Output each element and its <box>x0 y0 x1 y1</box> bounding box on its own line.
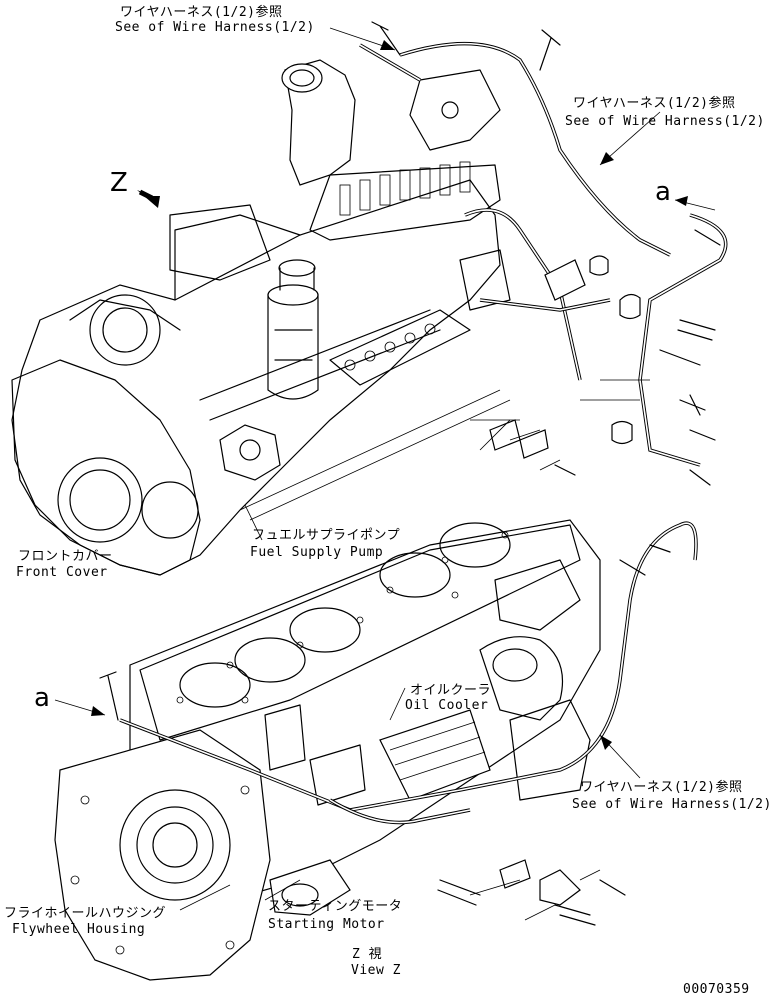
lower-engine-assembly <box>54 519 601 981</box>
label-ref-a-bottom: a <box>34 683 50 713</box>
upper-wire-harness <box>359 21 728 467</box>
label-wire-harness-top-en: See of Wire Harness(1/2) <box>115 20 315 35</box>
lower-wire-harness <box>99 521 698 825</box>
label-fuel-pump-en: Fuel Supply Pump <box>250 545 383 560</box>
label-oil-cooler-en: Oil Cooler <box>405 698 488 713</box>
label-flywheel-en: Flywheel Housing <box>12 922 145 937</box>
label-ref-a-top: a <box>655 177 671 207</box>
label-view-z-jp: Z 視 <box>352 947 382 962</box>
exploded-hardware-upper <box>470 255 716 486</box>
label-starting-motor-en: Starting Motor <box>268 917 385 932</box>
exploded-hardware-lower <box>437 859 626 926</box>
leader-lines <box>54 27 716 911</box>
label-flywheel-jp: フライホイールハウジング <box>4 906 166 921</box>
label-wire-harness-top-jp: ワイヤハーネス(1/2)参照 <box>120 4 282 20</box>
view-z-arrow <box>137 189 160 208</box>
upper-engine-assembly <box>11 59 511 576</box>
label-fuel-pump-jp: フュエルサプライポンプ <box>252 528 400 543</box>
label-oil-cooler-jp: オイルクーラ <box>410 683 491 698</box>
label-front-cover-jp: フロントカバー <box>18 549 113 564</box>
label-view-marker-z: Z <box>110 168 128 198</box>
drawing-number: 00070359 <box>683 982 750 997</box>
label-starting-motor-jp: スターティングモータ <box>268 899 402 914</box>
label-wire-harness-right-jp: ワイヤハーネス(1/2)参照 <box>573 95 735 111</box>
label-wire-harness-lower-jp: ワイヤハーネス(1/2)参照 <box>580 779 742 795</box>
label-wire-harness-right-en: See of Wire Harness(1/2) <box>565 114 765 129</box>
label-view-z-en: View Z <box>351 963 401 978</box>
label-wire-harness-lower-en: See of Wire Harness(1/2) <box>572 797 772 812</box>
label-front-cover-en: Front Cover <box>16 565 108 580</box>
